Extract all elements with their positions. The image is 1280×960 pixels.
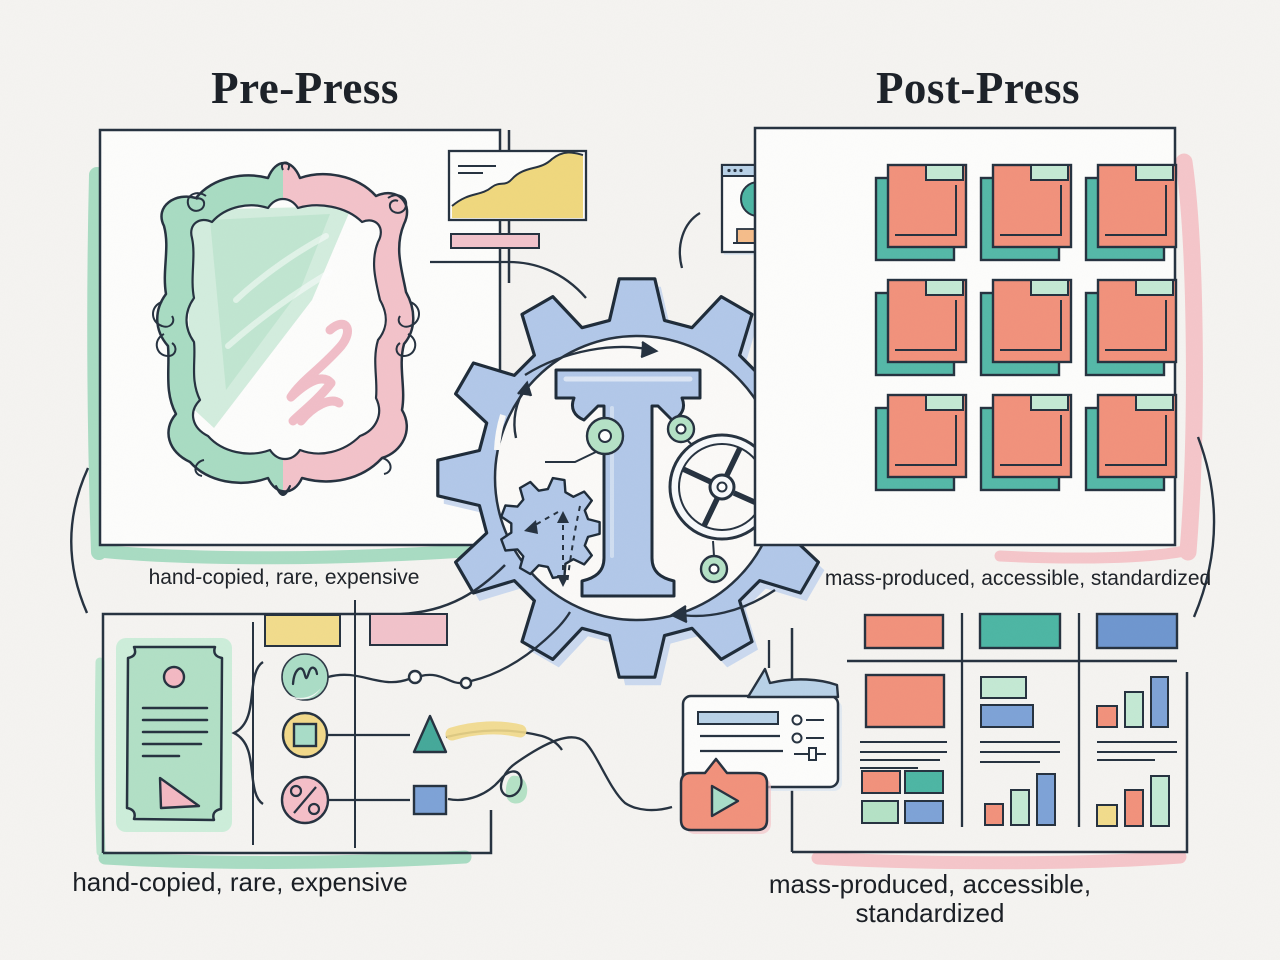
pre-press-caption: hand-copied, rare, expensive — [148, 566, 420, 589]
book-icon — [1084, 393, 1178, 492]
node-dot — [407, 669, 423, 685]
square-icon — [412, 784, 448, 816]
yellow-highlight — [445, 721, 527, 741]
initial-letter-icon — [281, 711, 329, 759]
post-press-title: Post-Press — [875, 63, 1081, 113]
layouts-caption: mass-produced, accessible, standardized — [768, 869, 1092, 928]
book-icon — [1084, 278, 1178, 377]
pre-press-title: Pre-Press — [211, 63, 399, 113]
book-icon — [874, 163, 968, 262]
book-icon — [979, 163, 1073, 262]
ornament-squiggle-icon — [281, 653, 329, 701]
percent-icon — [280, 775, 330, 825]
pink-swatch — [369, 613, 448, 646]
yellow-swatch — [264, 614, 341, 647]
book-icon — [1084, 163, 1178, 262]
post-press-caption: mass-produced, accessible, standardized — [824, 567, 1212, 590]
book-icon — [874, 278, 968, 377]
post-press-panel — [753, 126, 1178, 547]
book-icon — [979, 393, 1073, 492]
book-grid — [874, 163, 1178, 492]
node-dot — [459, 676, 473, 690]
scriptorium-caption: hand-copied, rare, expensive — [72, 867, 408, 897]
layout-header-blocks — [863, 612, 1179, 650]
manuscript-card-icon — [116, 638, 232, 832]
book-icon — [979, 278, 1073, 377]
ornate-frame — [152, 161, 420, 496]
book-icon — [874, 393, 968, 492]
